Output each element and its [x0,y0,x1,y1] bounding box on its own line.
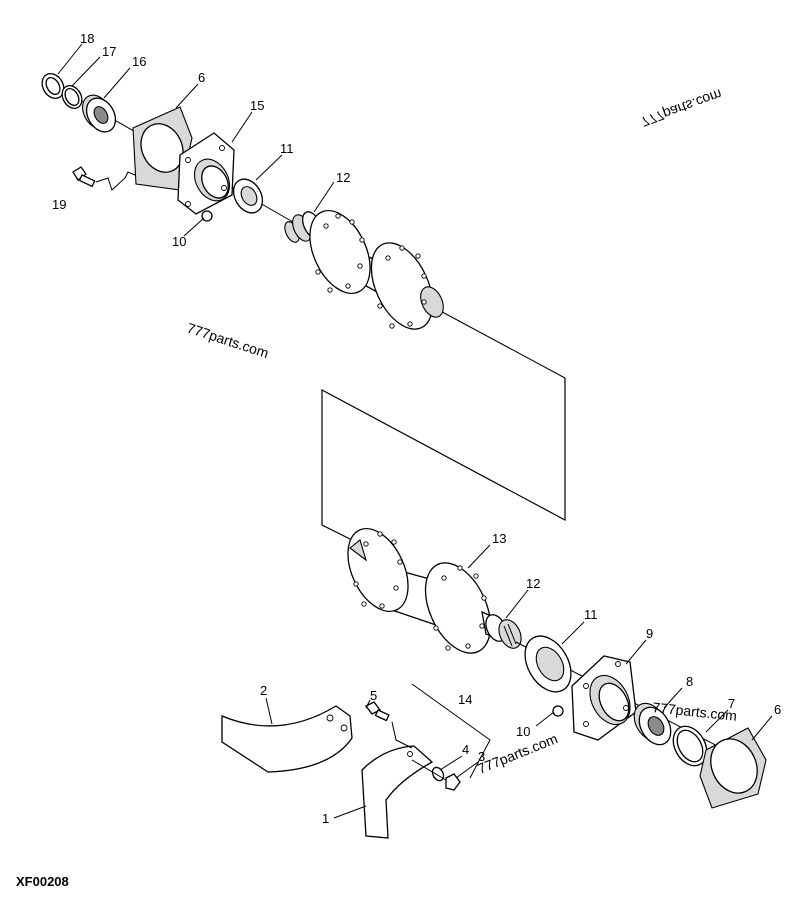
callout-6-lower: 6 [774,702,781,717]
callout-2: 2 [260,683,267,698]
callout-15: 15 [250,98,264,113]
part-6-gasket-lower[interactable] [699,727,767,809]
part-6-gasket-upper[interactable] [132,106,193,191]
callout-16: 16 [132,54,146,69]
callout-11-upper: 11 [280,141,294,156]
callout-9: 9 [646,626,653,641]
part-10-nut-upper[interactable] [201,210,213,222]
callout-1: 1 [322,811,329,826]
callout-14: 14 [458,692,472,707]
part-19-bolt[interactable] [72,166,96,188]
part-5-leader [391,721,413,749]
part-5-bolt[interactable] [365,701,390,722]
part-18-snap-ring[interactable] [38,70,68,103]
assembly-link-outline [321,378,566,541]
callout-18: 18 [80,31,94,46]
callout-12-upper: 12 [336,170,350,185]
part-7-ring[interactable] [667,720,714,771]
part-11-seal-lower[interactable] [516,628,581,700]
callout-10-lower: 10 [516,724,530,739]
callout-13: 13 [492,531,506,546]
hardware-axis-line [411,759,447,781]
callout-leaders [57,43,773,819]
part-1-shield[interactable] [361,745,434,839]
callout-3: 3 [478,749,485,764]
part-8-bearing[interactable] [628,698,677,751]
watermark-mirrored: 777parts.com [639,86,724,130]
callout-8: 8 [686,674,693,689]
callout-17: 17 [102,44,116,59]
callout-12-lower: 12 [526,576,540,591]
callout-7: 7 [728,696,735,711]
part-17-ring[interactable] [58,82,86,112]
callout-5: 5 [370,688,377,703]
upper-axis-line-2 [419,299,566,379]
callout-6-upper: 6 [198,70,205,85]
part-16-bearing[interactable] [77,90,122,137]
part-15-flange-housing[interactable] [177,132,236,215]
part-11-seal-upper[interactable] [228,174,269,218]
callout-19: 19 [52,197,66,212]
diagram-code: XF00208 [16,874,69,889]
watermark-center: 777parts.com [185,320,271,361]
part-19-leader [95,171,136,191]
callout-4: 4 [462,742,469,757]
part-hub-upper[interactable] [298,201,448,339]
part-12-shaft-lower[interactable] [481,610,525,652]
part-2-shield[interactable] [221,705,353,773]
part-14-bracket-line [411,683,491,779]
part-9-flange-housing[interactable] [571,655,638,741]
part-10-nut-lower[interactable] [552,705,564,717]
callout-10-upper: 10 [172,234,186,249]
part-13-hub[interactable] [336,519,504,663]
callout-11-lower: 11 [584,607,598,622]
